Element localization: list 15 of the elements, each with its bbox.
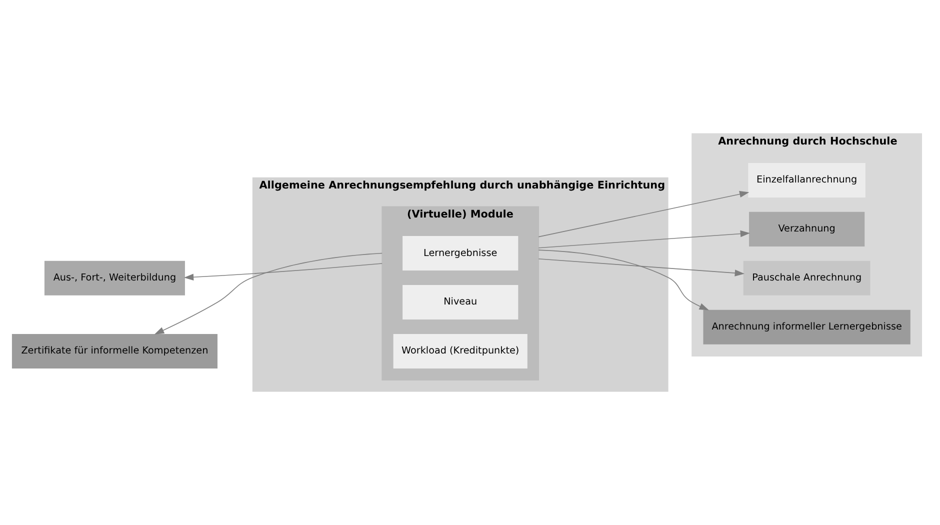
node-box: Zertifikate für informelle Kompetenzen: [12, 334, 218, 368]
node-box: Niveau: [402, 284, 518, 320]
arrow: [538, 258, 744, 276]
node-box: Aus-, Fort-, Weiterbildung: [44, 260, 185, 296]
node-box: Workload (Kreditpunkte): [393, 334, 528, 368]
node-box: Anrechnung informeller Lernergebnisse: [703, 310, 910, 344]
node-box: Einzelfallanrechnung: [748, 162, 866, 198]
node-box: Pauschale Anrechnung: [743, 260, 870, 296]
arrow: [538, 250, 709, 310]
arrow: [184, 263, 382, 281]
arrow: [538, 230, 750, 248]
arrow: [154, 252, 382, 334]
node-box: Verzahnung: [749, 212, 865, 246]
arrow: [538, 190, 750, 238]
node-box: Lernergebnisse: [402, 236, 518, 271]
